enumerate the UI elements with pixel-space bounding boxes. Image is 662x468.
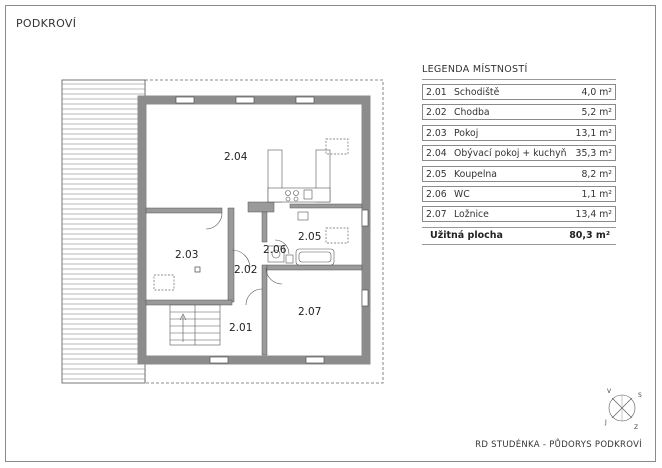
room-label-2-01: 2.01 xyxy=(229,322,252,334)
legend-row: 2.03 Pokoj 13,1 m² xyxy=(422,124,616,141)
legend-name: WC xyxy=(454,188,470,200)
legend-name: Schodiště xyxy=(454,87,500,98)
sheet-title: PODKROVÍ xyxy=(16,17,77,30)
legend-name: Koupelna xyxy=(454,168,498,180)
legend-code: 2.07 xyxy=(426,209,447,221)
room-label-2-02: 2.02 xyxy=(234,264,257,276)
legend-row: 2.01 Schodiště 4,0 m² xyxy=(422,84,616,100)
legend-rows: 2.01 Schodiště 4,0 m² 2.02 Chodba 5,2 m² 2.03 P… xyxy=(422,84,616,223)
compass-south: Z xyxy=(634,424,638,431)
legend-name: Obývací pokoj + kuchyň xyxy=(454,148,567,160)
legend-title: LEGENDA MÍSTNOSTÍ xyxy=(422,64,616,80)
legend-area: 13,4 m² xyxy=(575,209,612,221)
room-label-2-03: 2.03 xyxy=(175,249,198,261)
total-label: Užitná plocha xyxy=(430,229,503,241)
legend-name: Ložnice xyxy=(454,209,489,221)
legend-total: Užitná plocha 80,3 m² xyxy=(422,226,616,245)
bathroom-fixtures xyxy=(267,211,335,266)
compass-icon: V S Z J xyxy=(604,388,642,431)
room-label-2-06: 2.06 xyxy=(263,244,287,256)
legend-area: 35,3 m² xyxy=(575,148,612,160)
legend-code: 2.04 xyxy=(426,148,447,160)
kitchen-counter xyxy=(267,149,331,203)
room-label-2-05: 2.05 xyxy=(298,231,321,243)
windows xyxy=(175,96,369,364)
skylights xyxy=(153,138,349,291)
compass-east: S xyxy=(638,392,642,399)
legend-area: 8,2 m² xyxy=(581,168,612,180)
sheet-footer: RD STUDÉNKA - PŮDORYS PODKROVÍ xyxy=(475,440,642,450)
legend-code: 2.03 xyxy=(426,127,447,139)
legend-code: 2.06 xyxy=(426,188,447,200)
legend-row: 2.02 Chodba 5,2 m² xyxy=(422,104,616,121)
legend-row: 2.07 Ložnice 13,4 m² xyxy=(422,206,616,223)
legend-area: 5,2 m² xyxy=(581,107,612,119)
legend-code: 2.02 xyxy=(426,107,447,119)
legend-area: 1,1 m² xyxy=(581,188,612,200)
room-label-2-07: 2.07 xyxy=(298,306,321,318)
legend-area: 13,1 m² xyxy=(575,127,612,139)
compass-north: V xyxy=(607,388,612,395)
legend-code: 2.01 xyxy=(426,87,447,98)
chimney xyxy=(194,266,201,273)
total-area: 80,3 m² xyxy=(569,229,610,241)
legend-row: 2.06 WC 1,1 m² xyxy=(422,185,616,202)
compass-west: J xyxy=(604,419,607,426)
stairs xyxy=(169,304,221,346)
legend-row: 2.04 Obývací pokoj + kuchyň 35,3 m² xyxy=(422,145,616,162)
legend-row: 2.05 Koupelna 8,2 m² xyxy=(422,165,616,182)
legend-code: 2.05 xyxy=(426,168,447,180)
drawing-sheet xyxy=(5,5,656,462)
legend-area: 4,0 m² xyxy=(581,87,612,98)
outer-walls xyxy=(137,95,371,365)
room-label-2-04: 2.04 xyxy=(224,151,248,163)
legend-name: Chodba xyxy=(454,107,490,119)
legend-name: Pokoj xyxy=(454,127,479,139)
doors xyxy=(205,212,290,306)
roof-hatch xyxy=(61,79,146,384)
